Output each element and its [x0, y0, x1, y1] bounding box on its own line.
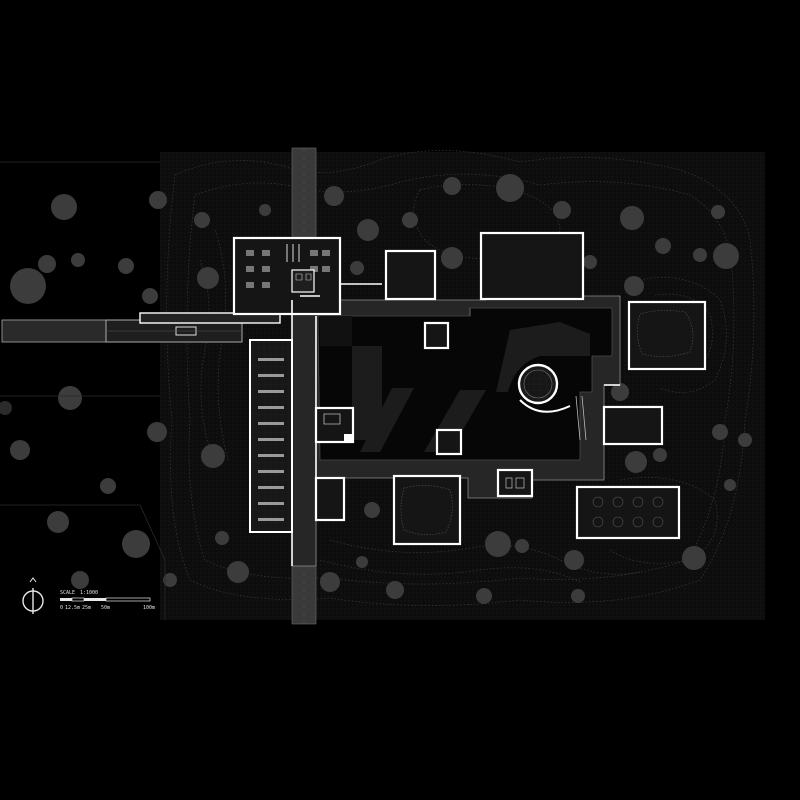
- scale-tick-1: 12.5m: [65, 605, 80, 611]
- trees: [194, 174, 752, 604]
- scale-title: SCALE: [60, 590, 75, 596]
- scale-bar: SCALE 1:1000 0 12.5m 25m 50m 100m: [60, 590, 155, 611]
- scale-ratio: 1:1000: [80, 590, 98, 596]
- room-inner-north: [423, 321, 450, 350]
- entry-bridge: [1, 312, 281, 343]
- scale-tick-4: 100m: [143, 605, 155, 611]
- scale-tick-0: 0: [60, 605, 63, 611]
- north-arrow-icon: [22, 577, 44, 614]
- room-south: [392, 474, 462, 546]
- wall-details: [291, 283, 620, 566]
- context-lines: [0, 161, 166, 620]
- room-southeast: [575, 485, 681, 540]
- scale-tick-2: 25m: [82, 605, 91, 611]
- room-east: [627, 300, 707, 371]
- room-east-small: [602, 405, 664, 446]
- room-north-small: [384, 249, 437, 301]
- round-pavilion: [517, 363, 587, 441]
- room-south-small: [496, 468, 534, 498]
- room-north-large: [479, 231, 585, 301]
- rooms: [232, 231, 707, 546]
- room-southwest: [314, 476, 346, 522]
- scale-tick-3: 50m: [101, 605, 110, 611]
- west-wing: [249, 339, 293, 533]
- outer-trees: [0, 191, 177, 589]
- contour-lines: [166, 150, 755, 606]
- courtyard-shadows: [320, 316, 590, 452]
- room-inner-center: [435, 428, 463, 456]
